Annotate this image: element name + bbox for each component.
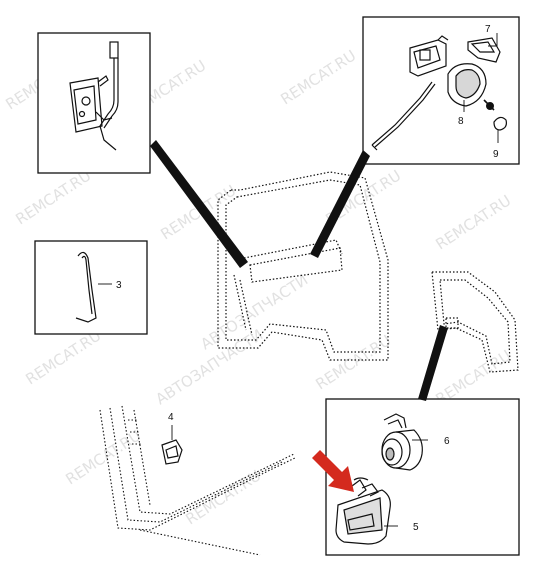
callout-5: 5 [413, 522, 419, 533]
callout-8: 8 [458, 116, 464, 127]
watermark: REMCAT.RU [312, 331, 394, 393]
watermark: REMCAT.RU [12, 166, 94, 228]
watermark: REMCAT.RU [62, 426, 144, 488]
door-opening-detail [99, 405, 296, 556]
watermark: REMCAT.RU [22, 326, 104, 388]
striker-part [161, 439, 183, 465]
watermark: REMCAT.RU [432, 191, 514, 253]
connector-handle-rod [310, 150, 370, 258]
watermark: REMCAT.RU [182, 466, 264, 528]
leader-lines [463, 33, 499, 143]
watermark: REMCAT.RU [157, 181, 239, 243]
rod-part [75, 251, 97, 323]
rod-detail-panel: 3 [34, 240, 148, 335]
watermark: REMCAT.RU [277, 46, 359, 108]
cover-part [467, 37, 501, 63]
outer-door-handle-part [335, 477, 391, 545]
callout-3: 3 [116, 280, 122, 291]
connector-outer-handle [418, 325, 448, 401]
clip-part [493, 116, 507, 131]
callout-7: 7 [485, 24, 491, 35]
striker-bracket: 4 [161, 412, 183, 465]
outer-handle-detail-panel: 6 5 [325, 398, 520, 556]
callout-9: 9 [493, 149, 499, 160]
screw-part [483, 99, 495, 111]
connector-latch [150, 140, 248, 268]
lock-cylinder-part [381, 413, 423, 471]
inner-handle-bracket-part [371, 35, 449, 151]
red-arrow-icon [312, 450, 354, 492]
connector-leaders [150, 140, 448, 401]
bezel-part [447, 63, 487, 107]
callout-4: 4 [168, 412, 174, 423]
latch-detail-panel [37, 32, 151, 174]
leader-lines [384, 439, 428, 527]
handle-rod-detail-panel: 7 8 9 [362, 16, 520, 165]
door-lock-latch-part [69, 41, 119, 151]
callout-6: 6 [444, 436, 450, 447]
